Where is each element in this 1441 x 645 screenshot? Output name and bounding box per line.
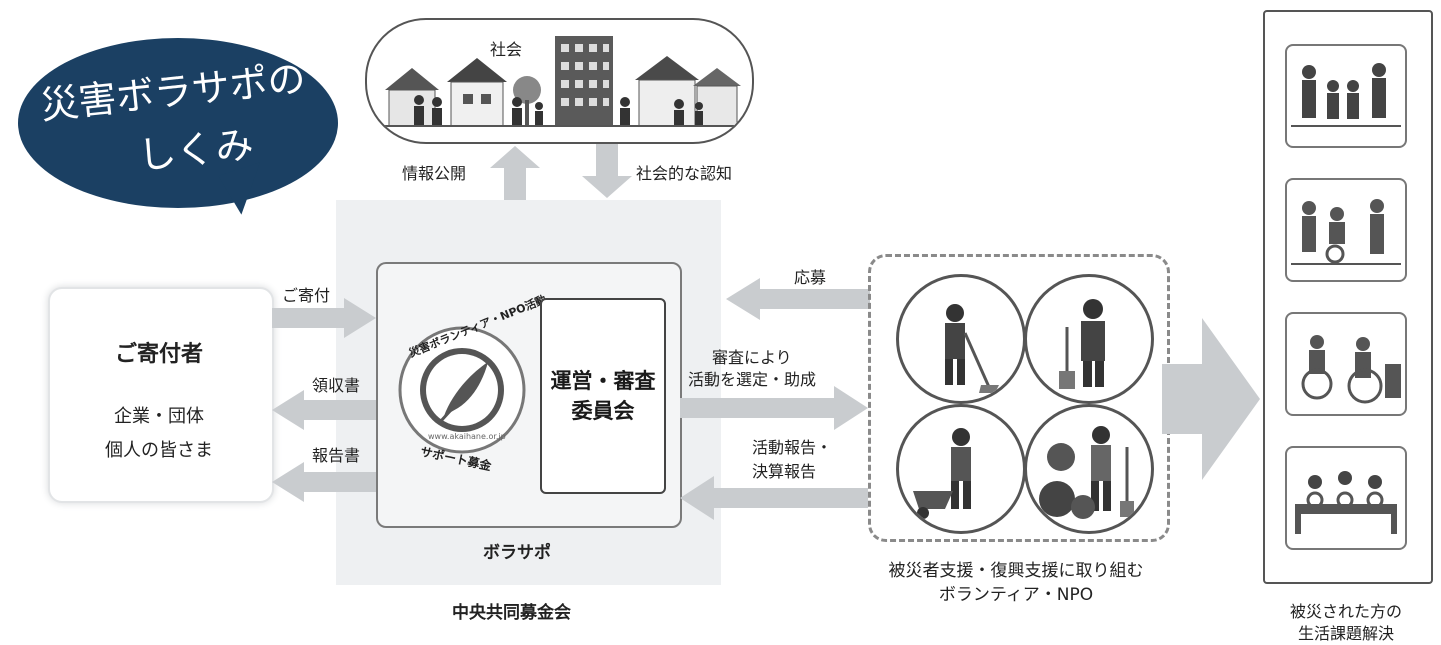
outcome-scene-card	[1285, 44, 1407, 148]
outcome-scene-card	[1285, 178, 1407, 282]
volunteer-bags-icon	[1039, 426, 1134, 519]
receipt-label: 領収書	[312, 376, 361, 395]
arrow-left-icon	[726, 278, 870, 320]
volunteer-shovel-icon	[1059, 299, 1105, 389]
volunteer-sweeping-icon	[945, 304, 999, 393]
volunteer-circle	[1024, 274, 1154, 404]
elderly-icon	[1291, 199, 1401, 265]
borasapo-label: ボラサポ	[483, 543, 551, 563]
report-label: 報告書	[312, 446, 361, 465]
arrow-right-icon	[680, 386, 868, 430]
donor-line-2: 個人の皆さま	[105, 440, 213, 461]
outcome-caption-line-1: 被災された方の	[1289, 602, 1402, 621]
arrow-up-icon	[490, 146, 540, 202]
arrow-left-icon	[680, 476, 868, 520]
central-fund-label: 中央共同募金会	[452, 603, 571, 623]
volunteer-circle	[896, 404, 1026, 534]
borasapo-logo-icon	[398, 326, 526, 454]
activity-report-line-1: 活動報告・	[752, 438, 833, 457]
arrow-right-icon	[272, 298, 376, 338]
donation-label: ご寄付	[282, 286, 331, 305]
volunteer-wheelbarrow-icon	[913, 428, 971, 519]
donor-title: ご寄付者	[114, 342, 203, 367]
society-label: 社会	[488, 36, 525, 60]
info-disclosure-label: 情報公開	[402, 164, 467, 183]
outcome-caption-line-2: 生活課題解決	[1297, 624, 1394, 643]
donor-line-1: 企業・団体	[114, 406, 204, 427]
selection-label-line-1: 審査により	[712, 348, 792, 367]
arrow-right-icon	[1162, 318, 1260, 480]
volunteer-circle	[1024, 404, 1154, 534]
outcome-scene-card	[1285, 312, 1407, 416]
logo-url: www.akaihane.or.jp	[428, 432, 506, 441]
wheelchair-icon	[1301, 335, 1401, 404]
arrow-left-icon	[272, 462, 376, 502]
townscape-icon	[367, 36, 752, 127]
outcome-scene-card	[1285, 446, 1407, 550]
selection-label-line-2: 活動を選定・助成	[688, 370, 817, 389]
committee-line-1: 運営・審査	[550, 369, 656, 393]
application-label: 応募	[794, 268, 827, 287]
arrow-down-icon	[582, 144, 632, 198]
society-illustration	[365, 18, 754, 144]
activity-report-line-2: 決算報告	[752, 462, 817, 481]
volunteer-circle	[896, 274, 1026, 404]
family-icon	[1291, 63, 1401, 127]
committee-line-2: 委員会	[571, 399, 635, 423]
arrow-left-icon	[272, 390, 376, 430]
meal-icon	[1295, 471, 1397, 534]
social-recognition-label: 社会的な認知	[636, 164, 733, 183]
committee-box: 運営・審査 委員会	[540, 298, 666, 494]
volunteers-caption-line-1: 被災者支援・復興支援に取り組む	[888, 561, 1144, 581]
donor-box	[48, 287, 274, 503]
title-bubble	[18, 38, 338, 208]
volunteers-caption-line-2: ボランティア・NPO	[938, 585, 1094, 605]
